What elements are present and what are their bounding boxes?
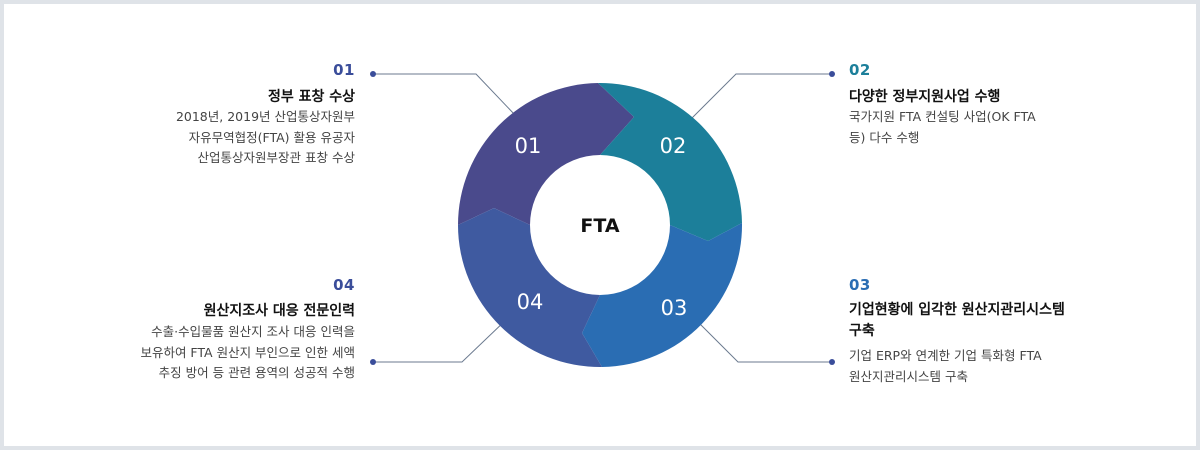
- connector-dot-04: [370, 359, 376, 365]
- segment-label-04: 04: [517, 290, 544, 314]
- connector-02: [689, 73, 832, 121]
- segment-label-02: 02: [660, 134, 687, 158]
- item-01-number: 01: [333, 61, 355, 79]
- connectors: [373, 73, 832, 363]
- item-04-title: 원산지조사 대응 전문인력: [203, 303, 355, 319]
- item-04-desc-line: 수출·수입물품 원산지 조사 대응 인력을: [151, 324, 355, 339]
- diagram-panel: [4, 4, 1196, 446]
- item-04-number: 04: [333, 276, 355, 294]
- center-label: FTA: [580, 215, 619, 237]
- item-02-desc-line: 국가지원 FTA 컨설팅 사업(OK FTA: [849, 109, 1036, 124]
- item-01-description: 2018년, 2019년 산업통상자원부 자유무역협정(FTA) 활용 유공자 …: [176, 107, 355, 169]
- item-03-title-line: 구축: [849, 323, 875, 339]
- item-04-desc-line: 보유하여 FTA 원산지 부인으로 인한 세액: [140, 344, 355, 360]
- item-01-desc-line: 산업통상자원부장관 표창 수상: [197, 150, 355, 165]
- connector-03: [699, 323, 832, 363]
- item-02-desc-line: 등) 다수 수행: [849, 129, 920, 145]
- item-02-description: 국가지원 FTA 컨설팅 사업(OK FTA 등) 다수 수행: [849, 107, 1036, 148]
- item-03-title: 기업현황에 입각한 원산지관리시스템 구축: [849, 300, 1065, 342]
- segment-label-01: 01: [515, 134, 542, 158]
- item-04-description: 수출·수입물품 원산지 조사 대응 인력을 보유하여 FTA 원산지 부인으로 …: [140, 322, 355, 384]
- item-03-desc-line: 원산지관리시스템 구축: [849, 368, 968, 384]
- segment-label-03: 03: [661, 296, 688, 320]
- item-01-desc-line: 2018년, 2019년 산업통상자원부: [175, 109, 355, 124]
- item-03-description: 기업 ERP와 연계한 기업 특화형 FTA 원산지관리시스템 구축: [849, 346, 1042, 387]
- ring-segment-01: [457, 83, 634, 225]
- ring-segment-03: [582, 223, 743, 367]
- item-02-title: 다양한 정부지원사업 수행: [849, 89, 1001, 105]
- connector-dots: [370, 71, 835, 365]
- connector-dot-03: [829, 359, 835, 365]
- connector-04: [373, 317, 509, 363]
- item-03-title-line: 기업현황에 입각한 원산지관리시스템: [849, 302, 1065, 318]
- connector-dot-02: [829, 71, 835, 77]
- item-03-desc-line: 기업 ERP와 연계한 기업 특화형 FTA: [849, 348, 1042, 363]
- ring-segment-02: [598, 82, 742, 241]
- item-04-desc-line: 추징 방어 등 관련 용역의 성공적 수행: [158, 365, 355, 380]
- connector-dot-01: [370, 71, 376, 77]
- item-02-number: 02: [849, 61, 871, 79]
- item-03-number: 03: [849, 276, 871, 294]
- connector-01: [373, 73, 516, 116]
- item-01-title: 정부 표창 수상: [267, 89, 355, 105]
- ring-segment-04: [458, 208, 602, 368]
- item-01-desc-line: 자유무역협정(FTA) 활용 유공자: [188, 129, 355, 145]
